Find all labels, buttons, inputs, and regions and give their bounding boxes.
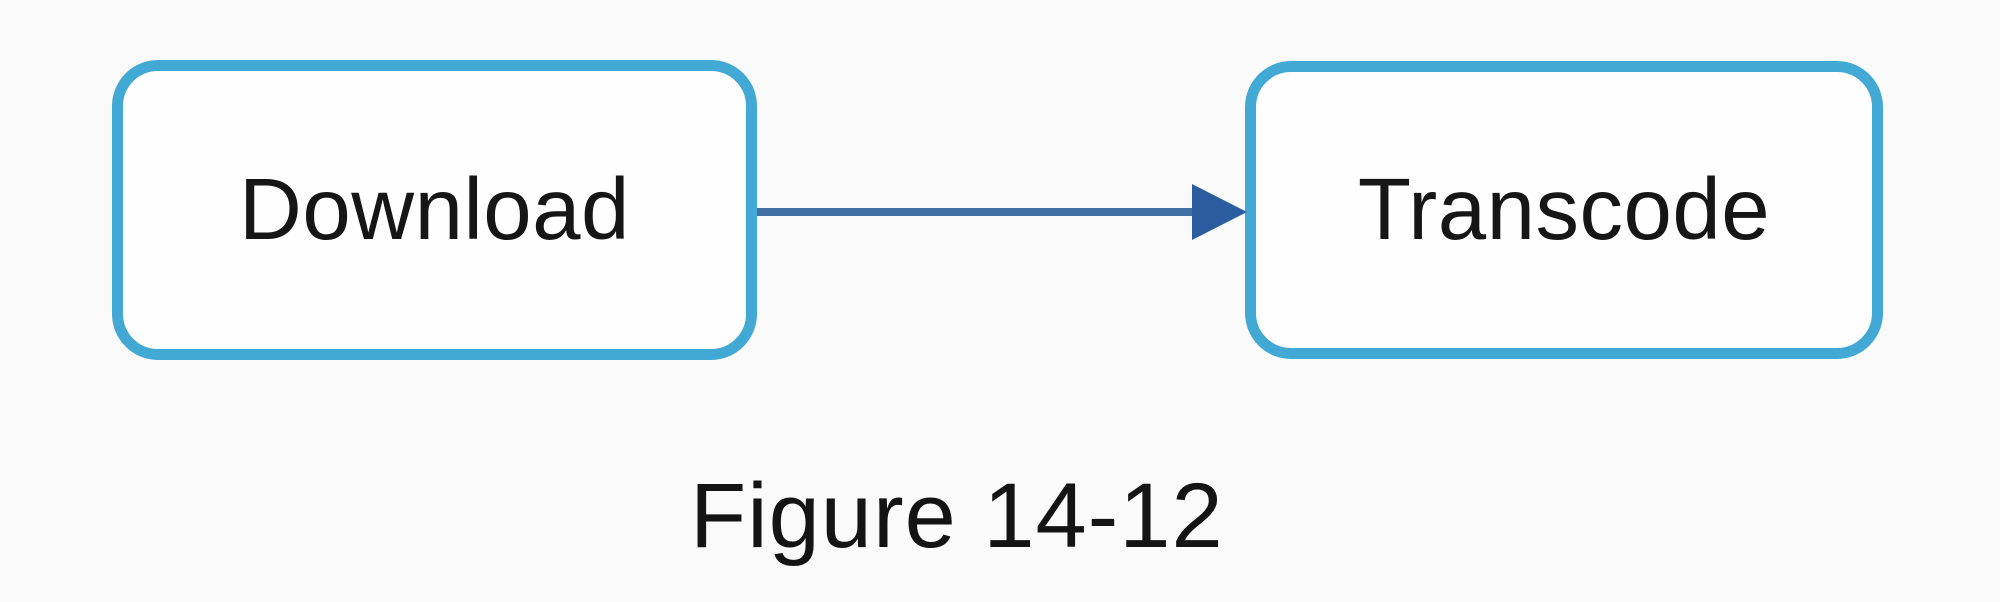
node-download: Download [112, 60, 757, 360]
node-transcode: Transcode [1245, 61, 1883, 359]
node-transcode-label: Transcode [1357, 160, 1771, 258]
arrow-head-icon [1192, 184, 1247, 240]
node-download-label: Download [239, 160, 630, 258]
figure-caption: Figure 14-12 [690, 465, 1224, 567]
